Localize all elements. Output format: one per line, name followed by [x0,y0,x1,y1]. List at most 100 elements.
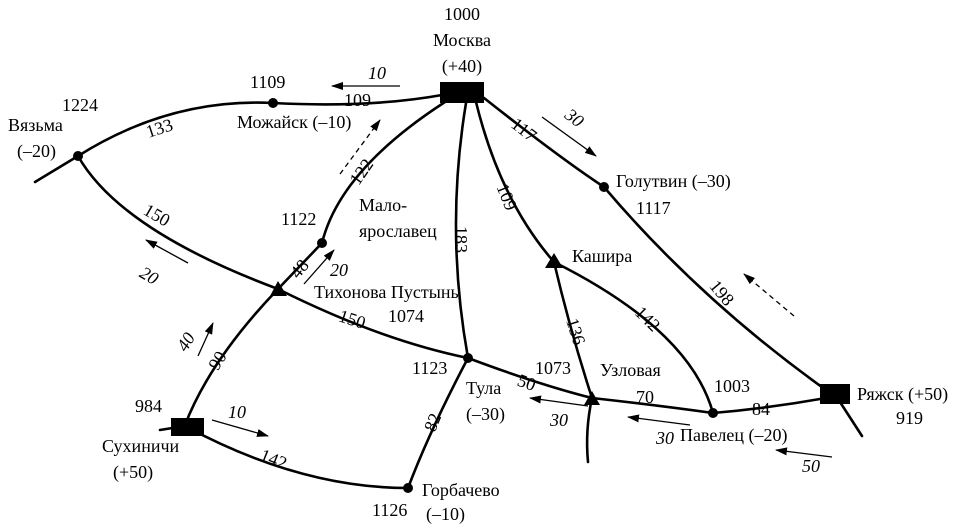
station-ryazhsk-name: Ряжск (+50) [857,384,948,405]
station-ryazhsk-marker [820,384,850,404]
rail-tula-uzlovaya [466,356,594,400]
segment-length-moskva-mozhaysk: 109 [344,90,371,110]
rail-vyazma-west [33,154,80,184]
station-paveletz-marker [708,408,718,418]
rail-sukhinichi-gorbachevo [183,424,410,490]
rail-golutvin-ryazhsk [602,185,828,392]
station-kashira-marker [545,253,563,268]
flow-arrow-from-sukhinichi-up [197,322,214,357]
rail-vyazma-mozhaysk [76,101,275,158]
segment-length-tula-uzlovaya: 50 [515,370,539,395]
rail-uzlovaya-south [585,396,594,464]
station-vyazma-name: Вязьма [8,115,63,135]
segment-length-moskva-golutvin: 117 [507,114,540,146]
flow-value-to-golutvin: 30 [560,104,587,131]
station-maloyaroslavets-name-line1: Мало- [359,195,407,215]
station-paveletz-value: 1003 [714,376,750,396]
station-gorbachevo-value: 1126 [372,500,407,520]
station-sukhinichi-marker [171,418,204,436]
station-sukhinichi-value: 984 [135,396,162,416]
flow-value-to-vyazma: 20 [136,262,162,288]
station-gorbachevo-delta: (–10) [426,504,465,525]
station-moskva-marker [440,82,484,103]
flow-value-to-uzlovaya: 30 [655,428,674,448]
station-tula-value: 1123 [412,358,447,378]
station-tikhonova-name: Тихонова Пустынь [314,282,459,302]
flow-value-to-tula: 30 [549,410,568,430]
station-markers [73,82,850,493]
station-moskva-value: 1000 [444,4,480,24]
rail-vyazma-tikhonova [76,154,280,291]
segment-length-uzlovaya-kashira: 136 [562,316,589,348]
segment-length-tikhonova-tula: 150 [336,306,368,333]
flow-arrow-to-moskva-from-maloyaroslavets [339,119,381,175]
station-mozhaysk-name: Можайск (–10) [237,112,351,133]
flow-value-to-gorbachevo: 10 [228,402,246,422]
station-tula-marker [463,353,473,363]
flow-value-from-sukhinichi-up: 40 [173,329,199,355]
station-maloyaroslavets-value: 1122 [281,209,316,229]
flow-arrow-to-golutvin [541,116,597,157]
station-uzlovaya-value: 1073 [535,358,571,378]
station-moskva-delta: (+40) [442,56,482,77]
rail-uzlovaya-paveletz [590,396,715,415]
station-gorbachevo-name: Горбачево [422,480,500,500]
station-tikhonova-marker [270,281,287,296]
station-golutvin-value: 1117 [636,198,671,218]
flow-value-to-mozhaysk: 10 [368,63,386,83]
rail-kashira-paveletz [552,260,715,415]
flow-arrow-to-maloyaroslavets [303,249,335,285]
station-golutvin-name: Голутвин (–30) [616,171,731,192]
rail-moskva-tula [454,101,470,360]
station-gorbachevo-marker [403,483,413,493]
station-vyazma-delta: (–20) [17,141,56,162]
station-maloyaroslavets-name-line2: ярославец [359,221,437,241]
rail-mozhaysk-moskva [271,93,444,106]
flow-value-to-paveletz: 50 [802,456,820,476]
flow-arrows [145,82,833,458]
station-golutvin-marker [599,182,609,192]
station-paveletz-name: Павелец (–20) [680,425,787,446]
station-kashira-name: Кашира [572,246,632,266]
flow-arrow-ryazhsk-to-golutvin [743,273,795,317]
flow-arrow-to-vyazma [145,239,189,264]
rail-moskva-golutvin [482,96,606,189]
station-ryazhsk-value: 919 [896,408,923,428]
station-mozhaysk-value: 1109 [250,72,285,92]
station-tikhonova-value: 1074 [388,306,424,326]
station-uzlovaya-marker [584,391,600,405]
station-tula-name: Тула [466,378,501,398]
flow-arrow-to-paveletz [775,447,833,458]
station-vyazma-value: 1224 [62,95,98,115]
flow-arrow-to-uzlovaya [627,414,691,426]
segment-length-moskva-tula: 183 [451,226,471,253]
station-tula-delta: (–30) [466,404,505,425]
station-sukhinichi-delta: (+50) [113,462,153,483]
station-maloyaroslavets-marker [317,238,327,248]
rail-moskva-kashira [474,100,556,264]
flow-value-to-maloyaroslavets: 20 [330,260,348,280]
segment-length-vyazma-tikhonova: 150 [140,200,173,231]
rail-maloyaroslavets-tikhonova [276,241,324,291]
segment-length-mozhaysk-vyazma: 133 [143,114,175,141]
rail-tikhonova-sukhinichi [183,287,280,427]
flow-arrow-to-gorbachevo [211,419,269,437]
flow-arrow-to-tula [529,395,589,407]
rail-tikhonova-tula [276,287,470,360]
station-mozhaysk-marker [268,98,278,108]
segment-length-golutvin-ryazhsk: 198 [706,276,739,310]
station-labels: 1000 Москва (+40) 1224 Вязьма (–20) 1109… [8,4,948,525]
rail-moskva-maloyaroslavets [320,100,447,245]
rail-gorbachevo-tula [406,356,470,490]
station-moskva-name: Москва [433,30,491,50]
segment-length-gorbachevo-tula: 82 [420,410,445,434]
segment-length-uzlovaya-paveletz: 70 [636,387,654,407]
rail-ryazhsk-south [838,400,864,438]
segment-length-paveletz-ryazhsk: 84 [752,399,770,419]
rail-paveletz-ryazhsk [711,396,828,415]
station-sukhinichi-name: Сухиничи [102,436,180,456]
rail-uzlovaya-kashira [552,260,594,400]
flow-labels: 10 30 20 20 40 10 30 30 50 [136,63,820,476]
station-uzlovaya-name: Узловая [600,360,661,380]
